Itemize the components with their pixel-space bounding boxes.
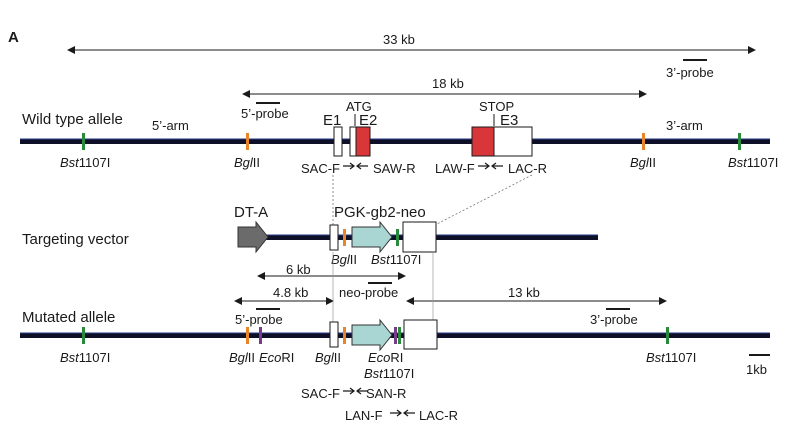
wt-bgl-label-right: BglII	[630, 155, 656, 170]
dta-label: DT-A	[234, 204, 268, 221]
pgk-neo-label: PGK-gb2-neo	[334, 204, 426, 221]
lan-lac-primer-arrows	[390, 409, 415, 417]
tv-e3-box	[402, 221, 437, 253]
distance-4-8kb-label: 4.8 kb	[273, 285, 308, 300]
mut-bgl-label-left: BglII	[229, 350, 255, 365]
wt-bst-label-left: Bst1107I	[60, 155, 110, 170]
lan-f-primer-label: LAN-F	[345, 408, 383, 423]
law-lac-primer-arrows	[478, 162, 503, 170]
exon-e1-box	[333, 126, 343, 157]
sac-san-primer-arrows	[343, 387, 368, 395]
wt-bgl-site-left	[246, 133, 249, 150]
wt-bst-site-left	[82, 133, 85, 150]
tv-bgl-site	[343, 229, 346, 246]
tv-neo-cassette-arrow	[351, 220, 393, 254]
e1-label: E1	[323, 112, 341, 129]
wild-type-chromosome-line	[20, 139, 770, 144]
exon-e3-red-part	[471, 126, 495, 157]
tv-bgl-label: BglII	[331, 252, 357, 267]
mut-bst-label-left: Bst1107I	[60, 350, 110, 365]
three-prime-arm-label: 3’-arm	[666, 118, 703, 133]
distance-33kb-label: 33 kb	[383, 32, 415, 47]
mut-bgl-site-mid	[343, 327, 346, 344]
lac-r-primer-label-mut: LAC-R	[419, 408, 458, 423]
lac-r-primer-label-wt: LAC-R	[508, 161, 547, 176]
mut-bst-site-left	[82, 327, 85, 344]
wt-bgl-label-left: BglII	[234, 155, 260, 170]
wild-type-allele-label: Wild type allele	[22, 111, 123, 128]
mut-eco-label-left: EcoRI	[259, 350, 294, 365]
mut-e3-box	[403, 319, 438, 350]
tv-e1-box	[329, 224, 339, 251]
five-prime-probe-label: 5’-probe	[241, 106, 289, 121]
mut-e1-box	[329, 321, 339, 348]
mut-bgl-site-left	[246, 327, 249, 344]
e2-label: E2	[359, 112, 377, 129]
mut-neo-cassette-arrow	[351, 318, 393, 352]
e3-label: E3	[500, 112, 518, 129]
tv-bst-label: Bst1107I	[371, 252, 421, 267]
homology-line-right	[432, 174, 533, 227]
mut-eco-label-mid: EcoRI	[368, 350, 403, 365]
scale-bar-label: 1kb	[746, 362, 767, 377]
exon-e2-white-part	[349, 126, 357, 157]
sac-f-primer-label-wt: SAC-F	[301, 161, 340, 176]
dta-cassette-arrow	[237, 220, 269, 254]
exon-e3-white-part	[493, 126, 533, 157]
wt-bst-label-right: Bst1107I	[728, 155, 778, 170]
tv-bst-site	[396, 229, 399, 246]
mut-bst-label-right: Bst1107I	[646, 350, 696, 365]
wt-bgl-site-right	[642, 133, 645, 150]
distance-13kb-label: 13 kb	[508, 285, 540, 300]
sac-saw-primer-arrows	[343, 162, 368, 170]
law-f-primer-label: LAW-F	[435, 161, 475, 176]
neo-probe-label: neo-probe	[339, 285, 398, 300]
exon-e2-red-part	[355, 126, 371, 157]
stop-label: STOP	[479, 99, 514, 114]
mut-bgl-label-mid: BglII	[315, 350, 341, 365]
mut-eco-site-mid	[394, 327, 397, 344]
wt-bst-site-right	[738, 133, 741, 150]
five-prime-arm-label: 5’-arm	[152, 118, 189, 133]
mut-bst-site-right	[666, 327, 669, 344]
targeting-vector-label: Targeting vector	[22, 231, 129, 248]
distance-6kb-label: 6 kb	[286, 262, 311, 277]
mut-bst-site-mid	[398, 327, 401, 344]
mutated-allele-label: Mutated allele	[22, 309, 115, 326]
mut-three-prime-probe-label: 3’-probe	[590, 312, 638, 327]
three-prime-probe-label: 3’-probe	[666, 65, 714, 80]
panel-label: A	[8, 29, 19, 46]
san-r-primer-label: SAN-R	[366, 386, 406, 401]
sac-f-primer-label-mut: SAC-F	[301, 386, 340, 401]
saw-r-primer-label: SAW-R	[373, 161, 416, 176]
atg-label: ATG	[346, 99, 372, 114]
mut-eco-site-left	[259, 327, 262, 344]
mut-bst-label-mid: Bst1107I	[364, 366, 414, 381]
mut-five-prime-probe-label: 5’-probe	[235, 312, 283, 327]
distance-18kb-label: 18 kb	[432, 76, 464, 91]
